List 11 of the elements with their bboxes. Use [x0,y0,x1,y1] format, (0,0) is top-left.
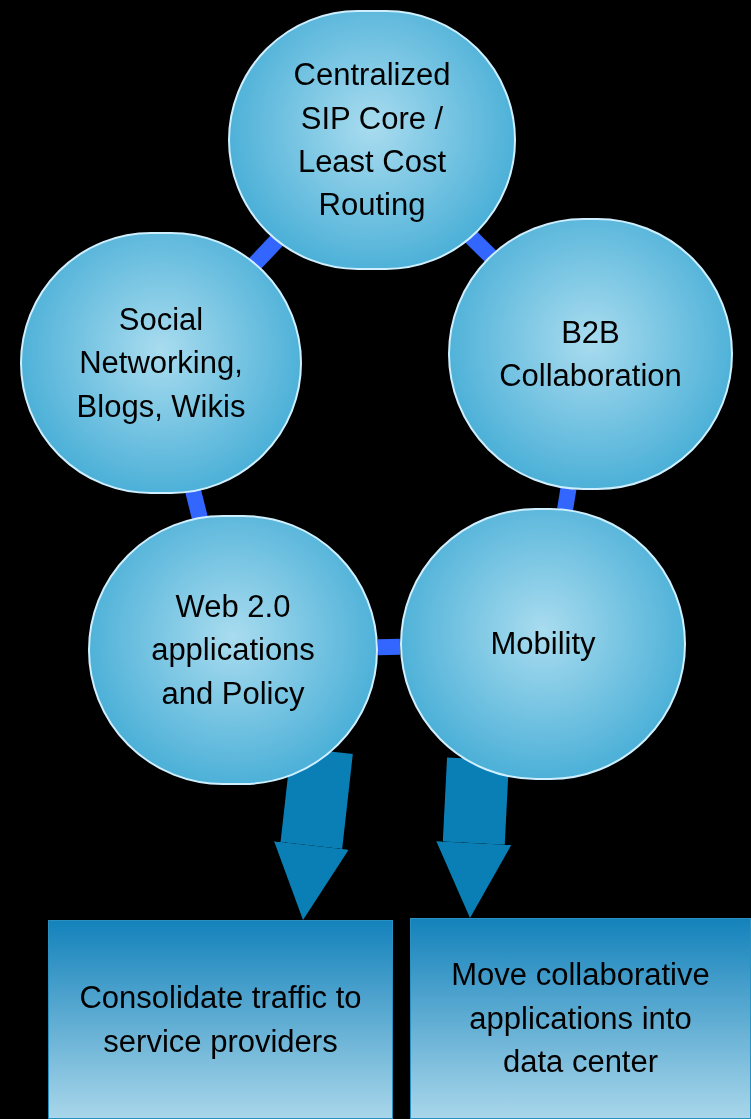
node-label: Web 2.0 applications and Policy [150,587,316,713]
node-label: Consolidate traffic to service providers [78,979,363,1061]
node-label: Mobility [490,625,596,664]
block-arrow [436,757,512,918]
node-label: B2B Collaboration [498,313,683,395]
node-label: Centralized SIP Core / Least Cost Routing [292,56,452,225]
outcome-box [410,918,751,1119]
ring-segment [377,638,401,656]
outcome-box [48,920,393,1119]
node-label: Social Networking, Blogs, Wikis [75,300,247,426]
node-label: Move collaborative applications into data center [450,956,711,1082]
